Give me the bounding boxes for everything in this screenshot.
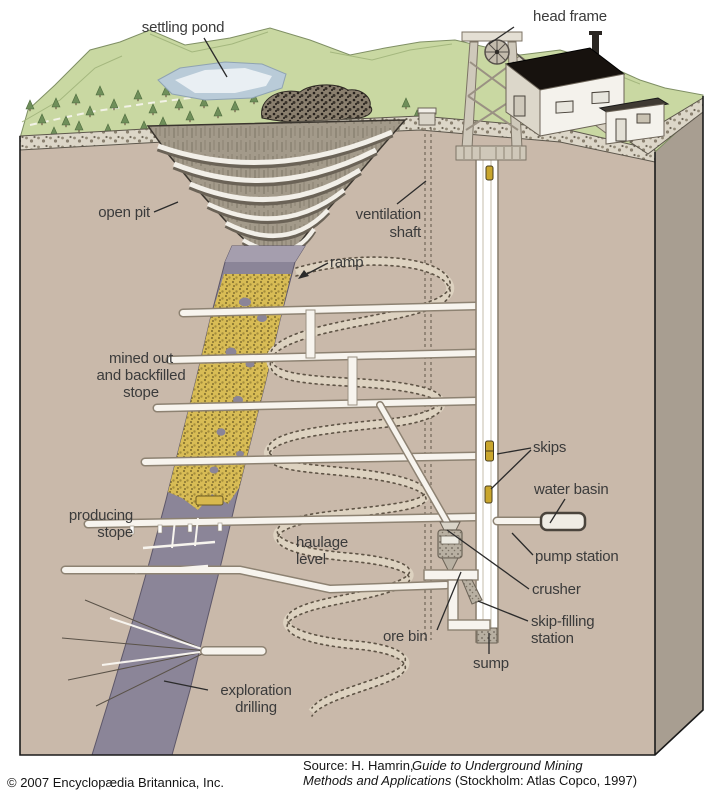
label-settling-pond: settling pond bbox=[142, 19, 224, 36]
water-basin-structure bbox=[539, 511, 587, 532]
label-mined-out-3: stope bbox=[123, 384, 159, 401]
label-haulage-level-1: haulage bbox=[296, 534, 348, 551]
label-skip-filling-1: skip-filling bbox=[531, 613, 594, 630]
label-sump: sump bbox=[473, 655, 509, 672]
settling-pond bbox=[157, 61, 287, 101]
label-crusher: crusher bbox=[532, 581, 581, 598]
label-ventilation-shaft-2: shaft bbox=[389, 224, 422, 241]
window bbox=[555, 100, 574, 114]
source-title-line1: Guide to Underground Mining bbox=[412, 758, 583, 773]
door bbox=[513, 95, 526, 117]
leader-lines bbox=[153, 26, 566, 691]
label-water-basin: water basin bbox=[533, 481, 609, 498]
exploration-drilling-area bbox=[61, 599, 267, 707]
label-exploration-2: drilling bbox=[235, 699, 277, 716]
label-producing-stope-2: stope bbox=[97, 524, 133, 541]
hoist-house bbox=[504, 31, 626, 137]
label-open-pit: open pit bbox=[98, 204, 151, 221]
source-prefix: Source: H. Hamrin, bbox=[303, 758, 414, 773]
footer: © 2007 Encyclopædia Britannica, Inc. Sou… bbox=[7, 758, 637, 790]
ventilation-shaft bbox=[417, 107, 437, 640]
label-ore-bin: ore bin bbox=[383, 628, 427, 645]
skip-filling-drift bbox=[447, 619, 491, 631]
label-ramp: ramp bbox=[330, 254, 363, 271]
block-outline bbox=[19, 96, 704, 756]
label-mined-out-2: and backfilled bbox=[97, 367, 186, 384]
label-haulage-level-2: level bbox=[296, 551, 326, 568]
label-ventilation-shaft-1: ventilation bbox=[356, 206, 421, 223]
haulage-level-tunnel bbox=[83, 512, 482, 529]
label-producing-stope-1: producing bbox=[69, 507, 133, 524]
ore-bin-chute bbox=[461, 579, 483, 605]
surface-road bbox=[29, 95, 206, 126]
label-pump-station: pump station bbox=[535, 548, 618, 565]
labels: settling pond head frame open pit ventil… bbox=[69, 8, 619, 716]
crusher-orebin-area bbox=[423, 521, 491, 631]
copyright-text: © 2007 Encyclopædia Britannica, Inc. bbox=[7, 775, 224, 790]
label-mined-out-1: mined out bbox=[109, 350, 174, 367]
skip-lower bbox=[484, 485, 493, 504]
skip-near-surface bbox=[485, 165, 494, 181]
label-skips: skips bbox=[533, 439, 566, 456]
producing-stope bbox=[134, 495, 224, 574]
label-head-frame: head frame bbox=[533, 8, 607, 25]
transfer-beam bbox=[423, 569, 479, 581]
chimney bbox=[592, 34, 599, 54]
source-title-line2: Methods and Applications bbox=[303, 773, 452, 788]
source-suffix: (Stockholm: Atlas Copco, 1997) bbox=[455, 773, 637, 788]
label-skip-filling-2: station bbox=[531, 630, 574, 647]
small-building bbox=[598, 97, 670, 145]
window bbox=[591, 90, 610, 105]
loader-machine bbox=[195, 495, 224, 506]
pump-station-area bbox=[492, 511, 587, 532]
main-shaft bbox=[475, 149, 499, 644]
ramp-arrowhead bbox=[298, 270, 309, 279]
label-exploration-1: exploration bbox=[220, 682, 291, 699]
